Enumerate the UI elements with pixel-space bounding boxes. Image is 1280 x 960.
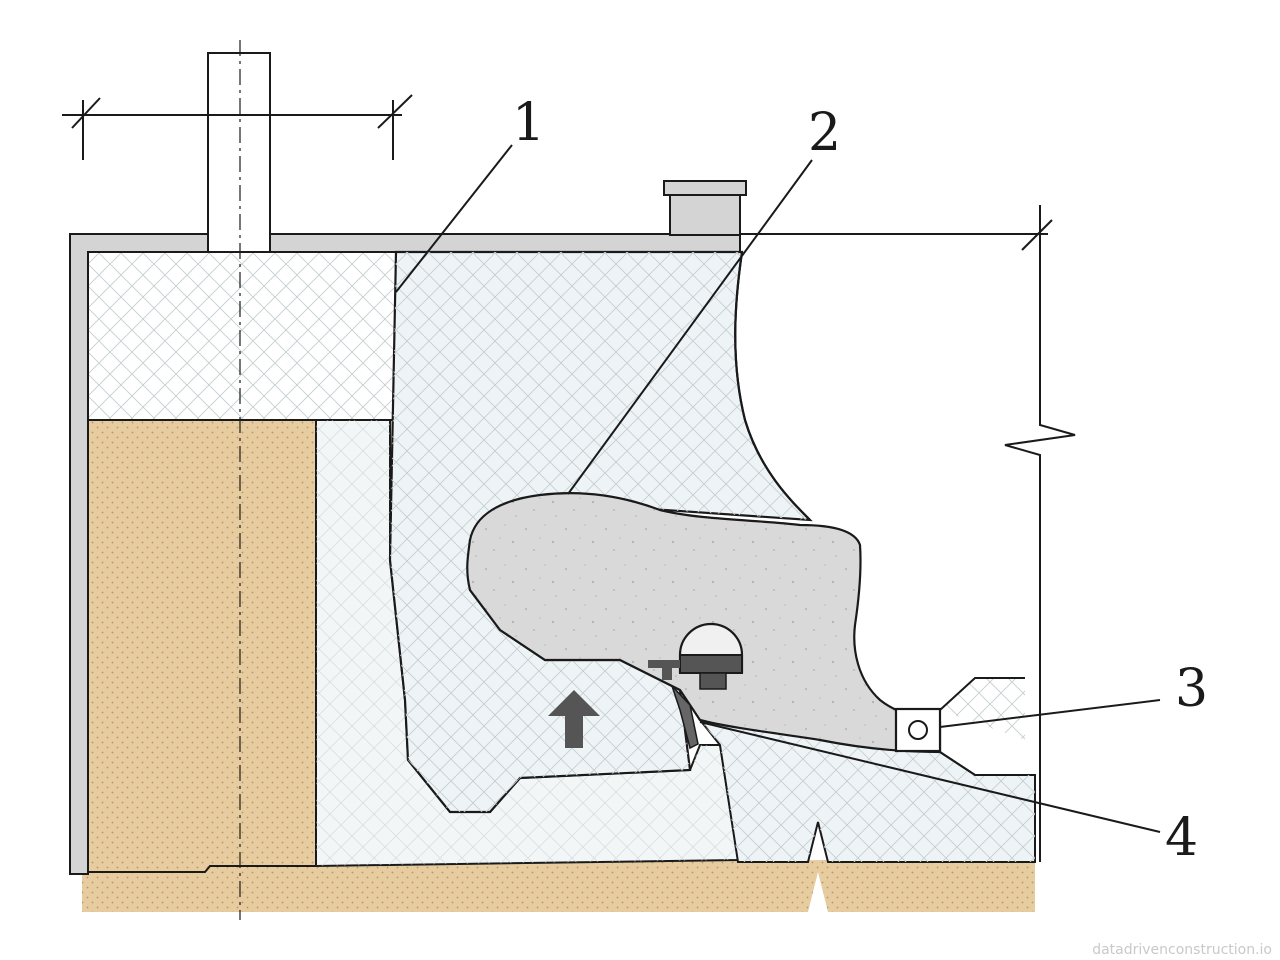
dimension-slash-left: [71, 97, 101, 129]
upper-hatched-block: [87, 251, 397, 421]
dimension-slash-right: [377, 94, 413, 129]
pipe-lower-line: [939, 751, 1025, 776]
leader-line-4: [699, 721, 1161, 833]
vent-cap: [663, 180, 747, 196]
up-arrow-icon: [548, 690, 600, 748]
leader-line-3: [939, 699, 1161, 728]
drain-pipe: [894, 707, 942, 753]
leader-line-1: [395, 144, 513, 293]
right-lower-hatched-pattern: [700, 720, 1035, 862]
sensor-device: [648, 622, 744, 750]
level-slash: [1021, 219, 1053, 251]
pipe-upper-line: [939, 677, 1025, 711]
watermark-text: datadrivenconstruction.io: [1092, 942, 1272, 958]
callout-3: 3: [1175, 659, 1208, 719]
callout-2: 2: [808, 103, 841, 163]
break-line-right: [1004, 205, 1076, 862]
drain-pipe-bore: [908, 720, 928, 740]
vent-stem: [669, 194, 741, 236]
leader-line-2: [567, 159, 813, 495]
concrete-mass: [466, 492, 942, 754]
right-wedge-hatched: [940, 678, 1025, 740]
sand-column: [87, 419, 317, 873]
pale-column-hatch: [316, 420, 738, 866]
pile-column: [207, 52, 271, 253]
callout-1: 1: [512, 93, 545, 153]
callout-4: 4: [1165, 808, 1198, 868]
ground-sand: [82, 858, 1035, 912]
slope-curve: [734, 251, 811, 521]
hatched-mass-pattern: [390, 252, 810, 812]
